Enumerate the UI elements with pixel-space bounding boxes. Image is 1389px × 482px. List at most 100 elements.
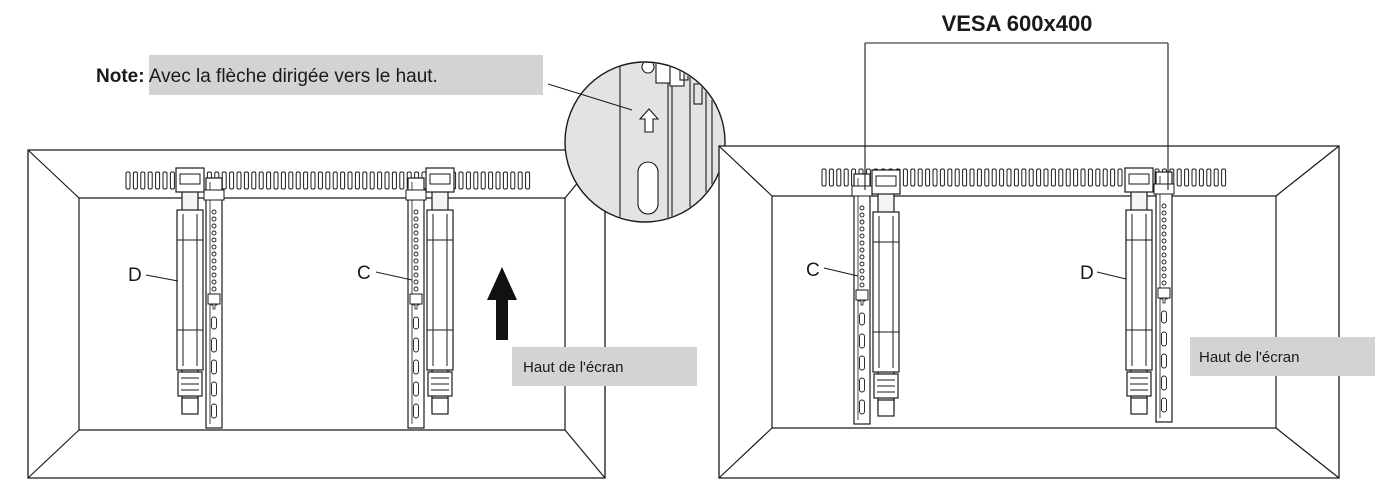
vent-slot [317, 171, 323, 190]
vent-slot [155, 171, 161, 190]
vent-slot [1206, 168, 1212, 187]
vent-slot [962, 168, 968, 187]
vent-slot [229, 171, 235, 190]
vent-slot [332, 171, 338, 190]
vent-slot [1117, 168, 1123, 187]
vent-slot [347, 171, 353, 190]
vent-slot [932, 168, 938, 187]
vent-slot [976, 168, 982, 187]
vent-slot [303, 171, 309, 190]
vent-slot [1095, 168, 1101, 187]
vesa-label: VESA 600x400 [942, 11, 1093, 36]
vent-slot [473, 171, 479, 190]
label-c-left: C [357, 263, 371, 284]
screen-top-label-right: Haut de l'écran [1199, 349, 1299, 366]
magnifier-detail [547, 61, 726, 223]
right-tv-panel: C D Haut de l'écran [718, 145, 1375, 479]
vent-slot [517, 171, 523, 190]
label-d-left: D [128, 265, 142, 286]
vent-slot [140, 171, 146, 190]
vent-slot [480, 171, 486, 190]
note-body: Avec la flèche dirigée vers le haut. [145, 66, 438, 87]
vent-slot [362, 171, 368, 190]
vent-slot [488, 171, 494, 190]
vent-slot [147, 171, 153, 190]
leader-c-left [375, 271, 413, 281]
vent-slot [310, 171, 316, 190]
vent-slot [1036, 168, 1042, 187]
vent-slot [1087, 168, 1093, 187]
up-arrow-icon [487, 267, 517, 340]
leader-d-left [145, 274, 179, 282]
vent-slot [999, 168, 1005, 187]
note-prefix: Note: [96, 66, 145, 87]
vent-slot [1021, 168, 1027, 187]
vent-slot [984, 168, 990, 187]
vent-slot [243, 171, 249, 190]
vent-slot [1065, 168, 1071, 187]
screen-top-label-left: Haut de l'écran [523, 359, 623, 376]
vent-slot [288, 171, 294, 190]
vent-slot [1221, 168, 1227, 187]
magnifier-leader [547, 83, 633, 111]
vent-slot [954, 168, 960, 187]
vent-slot [1110, 168, 1116, 187]
leader-c-right [823, 267, 859, 277]
vent-slot [1213, 168, 1219, 187]
vent-slot [925, 168, 931, 187]
vent-slot [1028, 168, 1034, 187]
vent-slot [910, 168, 916, 187]
vent-slot [947, 168, 953, 187]
vent-slot [377, 171, 383, 190]
vent-slot [495, 171, 501, 190]
vent-slot [399, 171, 405, 190]
vent-slot [325, 171, 331, 190]
vesa-dimension [864, 42, 1169, 190]
vent-slot [1073, 168, 1079, 187]
vent-slot [1013, 168, 1019, 187]
vent-slot [132, 171, 138, 190]
vent-slot [273, 171, 279, 190]
vent-slot [821, 168, 827, 187]
screen-top-label-box-left [512, 347, 697, 386]
vent-slot [843, 168, 849, 187]
vent-slot [1176, 168, 1182, 187]
vent-slot [1050, 168, 1056, 187]
label-c-right: C [806, 260, 820, 281]
vent-slot [510, 171, 516, 190]
vent-slot [354, 171, 360, 190]
vent-slot [502, 171, 508, 190]
vent-slot [525, 171, 531, 190]
vent-slot [969, 168, 975, 187]
screen-top-label-box-right [1190, 337, 1375, 376]
vent-slot [902, 168, 908, 187]
vent-slot [828, 168, 834, 187]
vent-slot [258, 171, 264, 190]
left-tv-panel: D C Haut de l'écran [27, 149, 697, 479]
vent-slot [369, 171, 375, 190]
vent-slot [384, 171, 390, 190]
vent-slot [458, 171, 464, 190]
vent-slot [1102, 168, 1108, 187]
vent-slot [1006, 168, 1012, 187]
vent-slot [939, 168, 945, 187]
vent-slot [836, 168, 842, 187]
vent-slot [125, 171, 131, 190]
vent-slot [917, 168, 923, 187]
note-text: Note: Avec la flèche dirigée vers le hau… [96, 66, 438, 87]
leader-d-right [1096, 271, 1127, 280]
vent-slot [162, 171, 168, 190]
vent-slot [391, 171, 397, 190]
vent-slot [236, 171, 242, 190]
vent-slot [340, 171, 346, 190]
vent-slot [1080, 168, 1086, 187]
vent-slot [1043, 168, 1049, 187]
vent-slot [169, 171, 175, 190]
note-highlight-box [149, 55, 543, 95]
vent-slot [1191, 168, 1197, 187]
vent-slot [295, 171, 301, 190]
vent-slot [1184, 168, 1190, 187]
vent-slot [1198, 168, 1204, 187]
vent-slot [465, 171, 471, 190]
